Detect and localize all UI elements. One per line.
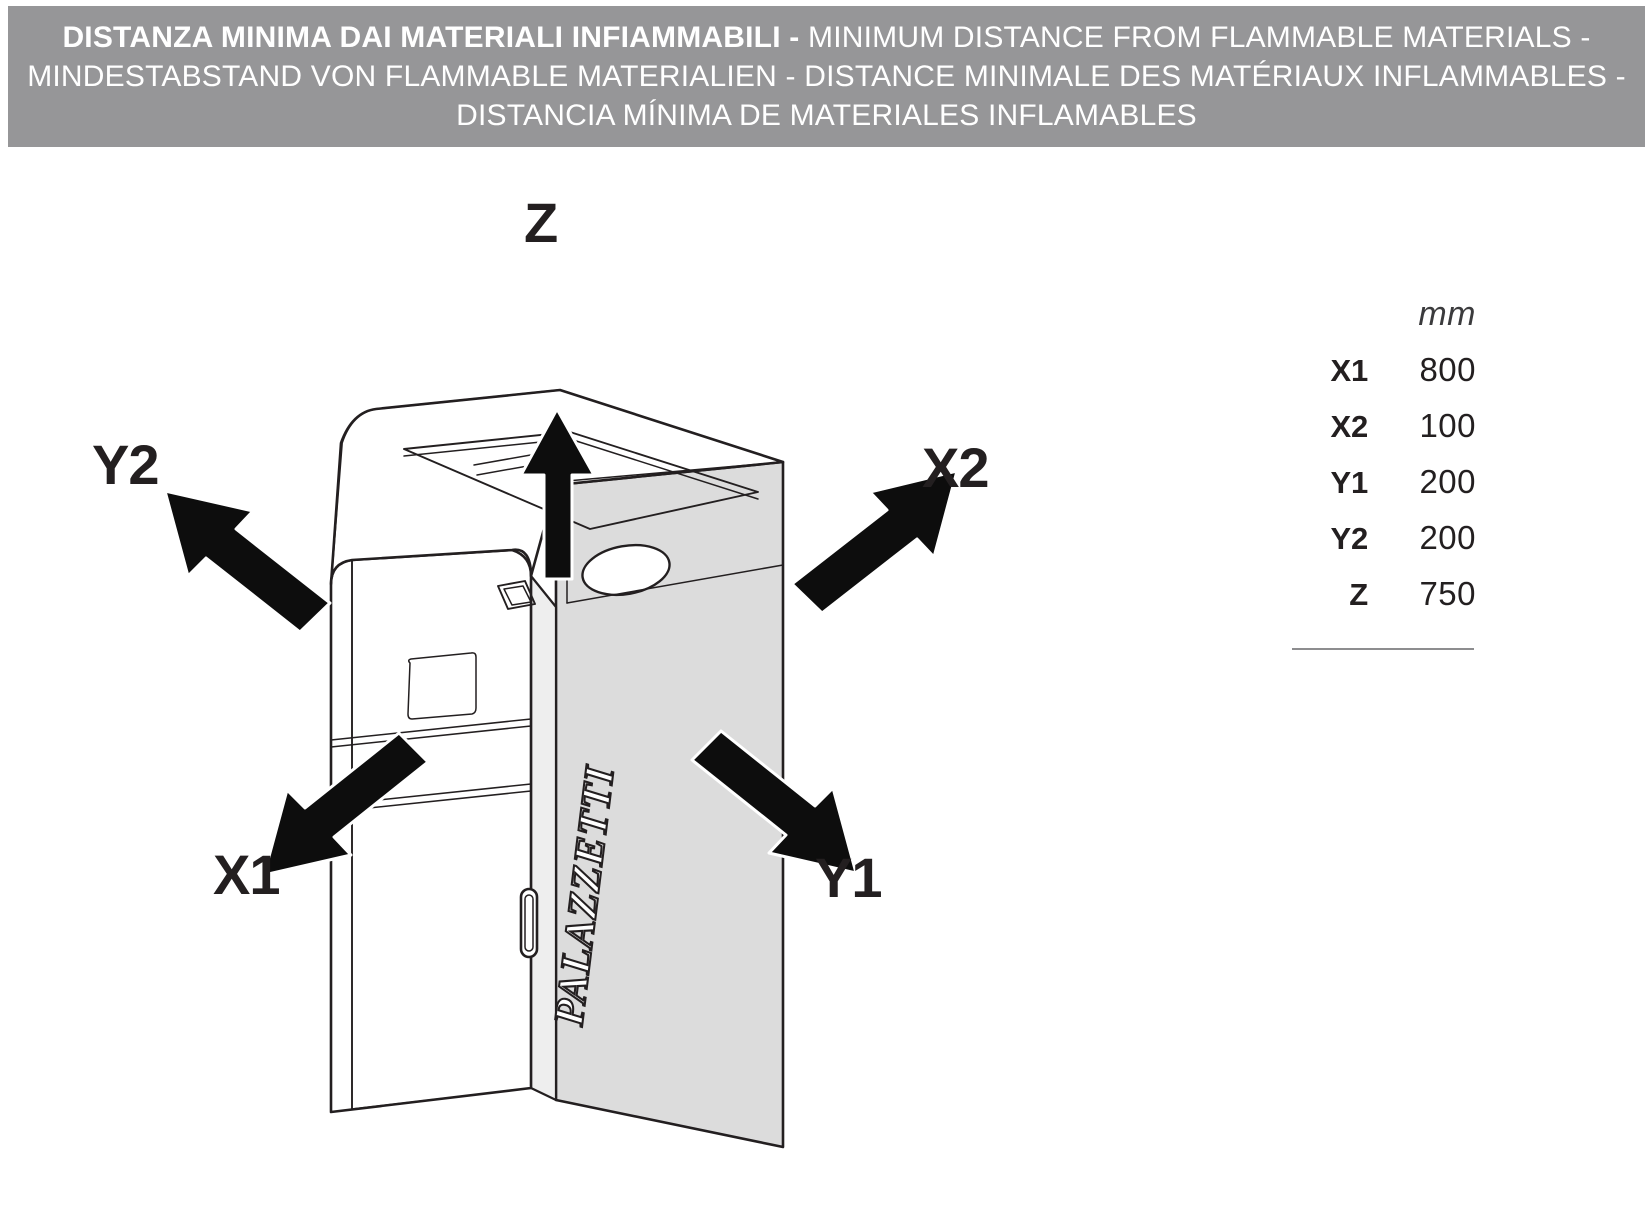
- measurements-divider: [1292, 648, 1474, 650]
- stove-right-panel-seam: [566, 564, 784, 604]
- header-banner: DISTANZA MINIMA DAI MATERIALI INFIAMMABI…: [8, 6, 1645, 147]
- table-row: X2 100: [1286, 407, 1486, 463]
- measurements-unit-row: mm: [1286, 295, 1486, 351]
- measure-value-x2: 100: [1419, 407, 1476, 444]
- axis-label-z: Z: [524, 191, 558, 254]
- axis-label-x2: X2: [922, 436, 989, 499]
- arrow-x2: [790, 469, 959, 615]
- header-title-rest: MINIMUM DISTANCE FROM FLAMMABLE MATERIAL…: [27, 21, 1626, 132]
- arrow-y1: [690, 729, 858, 875]
- arrow-x1: [262, 731, 430, 877]
- arrow-y2: [163, 489, 332, 634]
- table-row: Y2 200: [1286, 519, 1486, 575]
- stove-top-surface: [329, 388, 785, 586]
- arrow-z: [519, 407, 596, 581]
- stove-left-face: [329, 548, 533, 1114]
- stove-base-edge: [351, 1087, 532, 1110]
- measure-key-y2: Y2: [1330, 521, 1368, 556]
- stove-bottom-right-edge: [555, 1099, 784, 1148]
- stove-right-panel-seam-b: [566, 461, 784, 482]
- header-title-bold: DISTANZA MINIMA DAI MATERIALI INFIAMMABI…: [62, 21, 809, 54]
- stove-top-knob-icon: [581, 543, 671, 597]
- measure-value-y2: 200: [1419, 519, 1476, 556]
- measurements-unit-label: mm: [1418, 295, 1476, 333]
- header-title: DISTANZA MINIMA DAI MATERIALI INFIAMMABI…: [8, 18, 1645, 135]
- stove-illustration: .ln { fill:none; stroke:#231f20; stroke-…: [163, 388, 959, 1149]
- measure-value-z: 750: [1419, 575, 1476, 612]
- measure-value-x1: 800: [1419, 351, 1476, 388]
- measure-value-y1: 200: [1419, 463, 1476, 500]
- measure-key-x2: X2: [1330, 409, 1368, 444]
- stove-door-handle-icon: [519, 887, 539, 959]
- stove-seam-upper: [330, 718, 532, 741]
- measure-key-z: Z: [1349, 577, 1368, 612]
- axis-label-y2: Y2: [92, 433, 159, 496]
- stove-seam-upper-b: [330, 725, 532, 748]
- table-row: X1 800: [1286, 351, 1486, 407]
- axis-label-x1: X1: [213, 843, 280, 906]
- axis-label-y1: Y1: [815, 846, 882, 909]
- measurements-table: mm X1 800 X2 100 Y1 200 Y2 200 Z 750: [1286, 295, 1486, 631]
- stove-top-button-icon: [497, 580, 536, 610]
- table-row: Y1 200: [1286, 463, 1486, 519]
- stove-diagram: .ln { fill:none; stroke:#231f20; stroke-…: [0, 147, 1650, 1231]
- stove-display-window: [407, 652, 477, 720]
- measure-key-x1: X1: [1330, 353, 1368, 388]
- measure-key-y1: Y1: [1330, 465, 1368, 500]
- table-row: Z 750: [1286, 575, 1486, 631]
